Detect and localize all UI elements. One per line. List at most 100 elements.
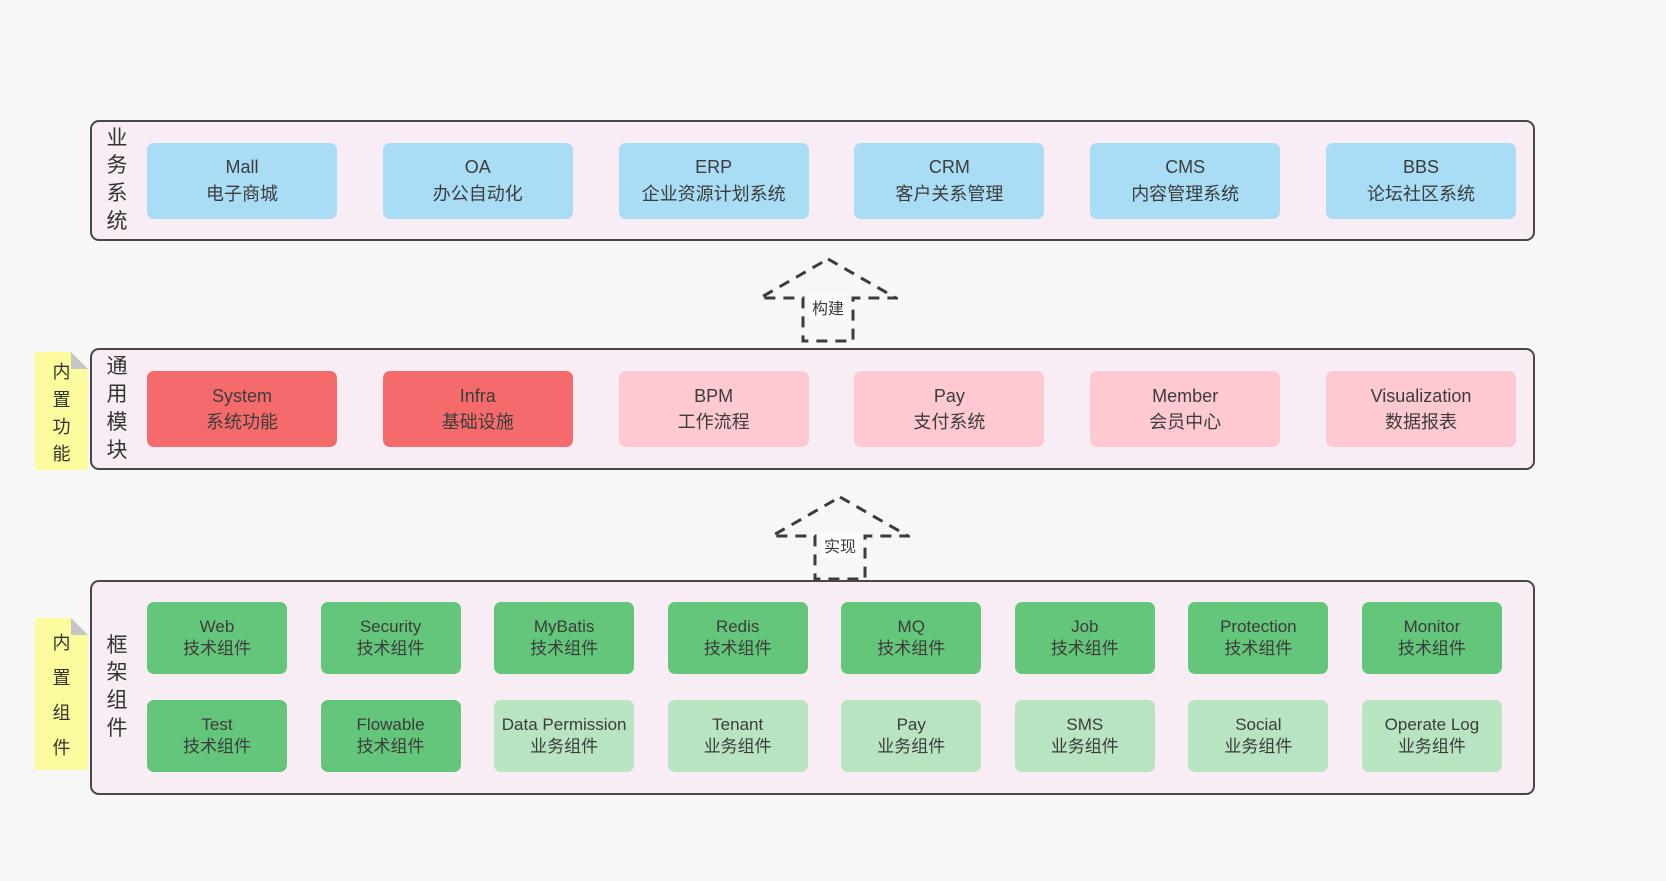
box-name: CMS (1165, 157, 1206, 178)
box-cms: CMS 内容管理系统 (1090, 142, 1281, 219)
box-oa: OA 办公自动化 (382, 142, 573, 219)
up-arrow-icon (758, 257, 898, 343)
box-desc: 系统功能 (206, 412, 278, 432)
arrow-build-label: 构建 (808, 294, 848, 320)
box-sms: SMS 业务组件 (1014, 700, 1155, 772)
box-test: Test 技术组件 (147, 700, 287, 772)
box-pay-module: Pay 支付系统 (854, 371, 1045, 447)
component-rows: Web 技术组件 Security 技术组件 MyBatis 技术组件 Redi… (147, 602, 1502, 772)
band-business-label: 业务系统 (106, 126, 128, 234)
arrow-implement: 实现 (770, 495, 910, 581)
box-erp: ERP 企业资源计划系统 (618, 142, 809, 219)
box-desc: 支付系统 (913, 412, 986, 432)
box-desc: 会员中心 (1149, 412, 1222, 432)
box-desc: 技术组件 (183, 737, 251, 756)
box-desc: 业务组件 (1397, 737, 1466, 756)
box-bpm: BPM 工作流程 (618, 371, 809, 447)
box-name: Data Permission (501, 714, 627, 734)
box-name: SMS (1066, 714, 1104, 734)
box-desc: 论坛社区系统 (1366, 183, 1475, 204)
component-row-2: Test 技术组件 Flowable 技术组件 Data Permission … (147, 700, 1502, 772)
box-operate-log: Operate Log 业务组件 (1361, 700, 1502, 772)
box-desc: 业务组件 (1050, 737, 1119, 756)
sticky-note-builtin-components: 内置组件 (35, 618, 88, 770)
box-name: Web (199, 616, 235, 636)
box-desc: 业务组件 (877, 737, 946, 756)
box-desc: 基础设施 (441, 412, 514, 432)
box-mall: Mall 电子商城 (147, 142, 337, 219)
box-desc: 技术组件 (530, 639, 599, 658)
box-desc: 数据报表 (1384, 412, 1457, 432)
box-name: Protection (1220, 616, 1297, 636)
sticky-label: 内置功能 (52, 362, 71, 465)
module-boxes: System 系统功能 Infra 基础设施 BPM 工作流程 Pay 支付系统… (147, 350, 1516, 468)
box-desc: 电子商城 (206, 183, 278, 204)
component-row-1: Web 技术组件 Security 技术组件 MyBatis 技术组件 Redi… (147, 602, 1502, 674)
box-security: Security 技术组件 (320, 602, 461, 674)
box-system: System 系统功能 (147, 371, 337, 447)
box-name: Test (201, 714, 233, 734)
box-name: Pay (933, 385, 965, 406)
box-crm: CRM 客户关系管理 (854, 142, 1045, 219)
box-name: ERP (695, 157, 733, 178)
box-name: Member (1152, 385, 1219, 406)
up-arrow-icon (770, 495, 910, 581)
business-boxes: Mall 电子商城 OA 办公自动化 ERP 企业资源计划系统 CRM 客户关系… (147, 122, 1516, 239)
box-name: Security (359, 616, 422, 636)
box-desc: 技术组件 (183, 639, 251, 658)
box-desc: 技术组件 (703, 639, 772, 658)
band-common-modules: 通用模块 System 系统功能 Infra 基础设施 BPM 工作流程 Pay… (90, 348, 1535, 470)
box-bbs: BBS 论坛社区系统 (1325, 142, 1516, 219)
box-name: BBS (1402, 157, 1439, 178)
box-desc: 业务组件 (703, 737, 772, 756)
box-name: Visualization (1370, 385, 1472, 406)
box-name: Pay (896, 714, 926, 734)
box-name: Job (1071, 616, 1099, 636)
box-job: Job 技术组件 (1014, 602, 1155, 674)
box-desc: 技术组件 (877, 639, 946, 658)
box-mybatis: MyBatis 技术组件 (494, 602, 635, 674)
box-name: Infra (459, 385, 496, 406)
box-visualization: Visualization 数据报表 (1325, 371, 1516, 447)
box-name: Redis (715, 616, 760, 636)
box-desc: 工作流程 (677, 412, 750, 432)
band-modules-label: 通用模块 (106, 355, 128, 462)
box-desc: 企业资源计划系统 (641, 183, 786, 204)
box-name: Flowable (356, 714, 425, 734)
sticky-note-builtin-features: 内置功能 (35, 352, 88, 470)
box-social: Social 业务组件 (1188, 700, 1329, 772)
box-name: Monitor (1403, 616, 1461, 636)
box-infra: Infra 基础设施 (382, 371, 573, 447)
box-name: MQ (897, 616, 925, 636)
box-data-permission: Data Permission 业务组件 (494, 700, 635, 772)
box-name: Operate Log (1384, 714, 1480, 734)
sticky-label: 内置组件 (52, 632, 71, 759)
box-member: Member 会员中心 (1090, 371, 1281, 447)
box-name: MyBatis (533, 616, 595, 636)
box-mq: MQ 技术组件 (841, 602, 982, 674)
box-name: System (211, 385, 272, 406)
box-name: OA (464, 157, 491, 178)
box-desc: 客户关系管理 (895, 183, 1004, 204)
band-components-label: 框架组件 (106, 633, 128, 741)
box-desc: 业务组件 (530, 737, 599, 756)
box-flowable: Flowable 技术组件 (320, 700, 461, 772)
box-name: BPM (694, 385, 734, 406)
box-desc: 内容管理系统 (1131, 183, 1240, 204)
box-monitor: Monitor 技术组件 (1361, 602, 1502, 674)
box-name: Mall (225, 157, 259, 178)
band-framework-components: 框架组件 Web 技术组件 Security 技术组件 MyBatis 技术组件… (90, 580, 1535, 795)
box-desc: 办公自动化 (432, 183, 523, 204)
box-desc: 技术组件 (1224, 639, 1293, 658)
box-protection: Protection 技术组件 (1188, 602, 1329, 674)
box-desc: 技术组件 (1050, 639, 1119, 658)
box-desc: 技术组件 (356, 737, 425, 756)
box-desc: 技术组件 (356, 639, 425, 658)
arrow-implement-label: 实现 (820, 532, 860, 558)
box-name: Social (1235, 714, 1282, 734)
box-desc: 业务组件 (1224, 737, 1293, 756)
box-redis: Redis 技术组件 (667, 602, 808, 674)
box-name: Tenant (712, 714, 764, 734)
box-pay-component: Pay 业务组件 (841, 700, 982, 772)
box-tenant: Tenant 业务组件 (667, 700, 808, 772)
